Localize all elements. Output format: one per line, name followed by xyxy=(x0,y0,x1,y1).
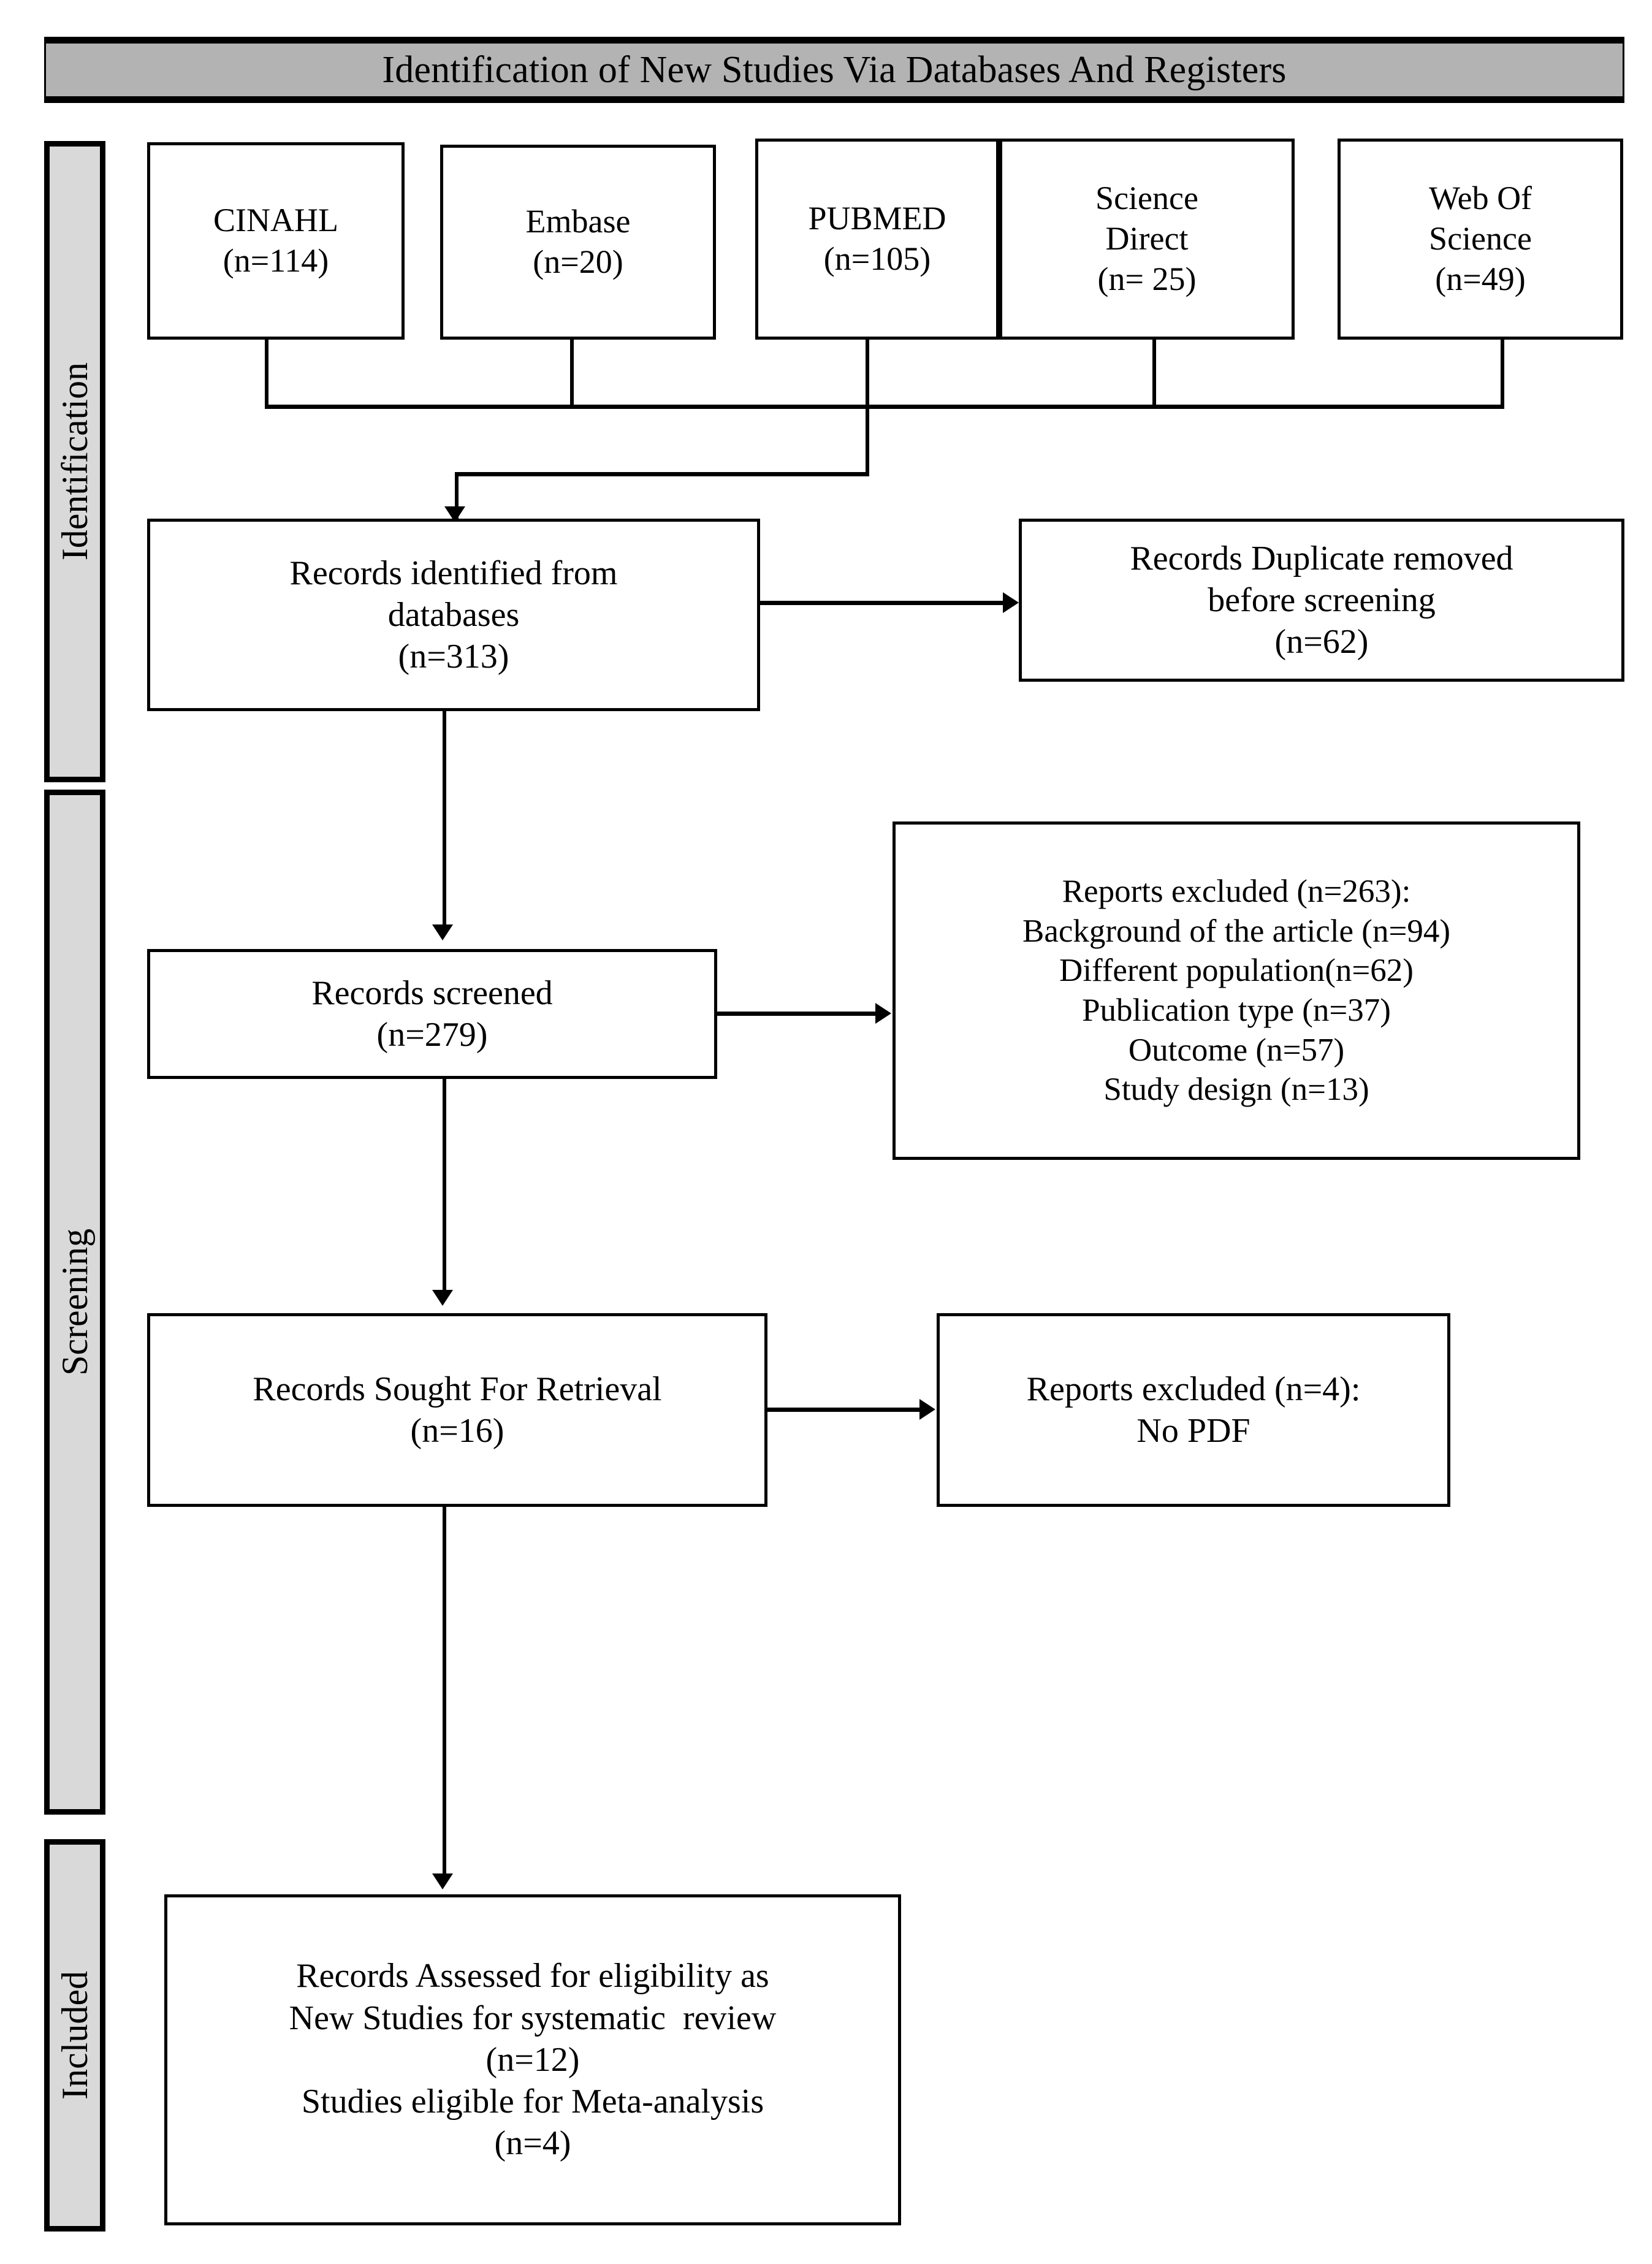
source-pubmed-count: (n=105) xyxy=(823,240,931,277)
phase-label-screening: Screening xyxy=(44,790,105,1815)
sought-line2: (n=16) xyxy=(410,1412,504,1450)
source-science-direct-name-line2: Direct xyxy=(1105,220,1189,257)
excluded-screening-line4: Publication type (n=37) xyxy=(1082,993,1391,1028)
connector-science-direct-drop xyxy=(1152,340,1156,408)
connector-identified-stem xyxy=(455,472,459,520)
duplicates-line3: (n=62) xyxy=(1274,623,1369,661)
connector-sought-to-included xyxy=(443,1507,446,1878)
box-records-identified: Records identified from databases (n=313… xyxy=(147,519,760,711)
duplicates-line1: Records Duplicate removed xyxy=(1130,539,1513,577)
arrow-into-excluded-retrieval xyxy=(919,1399,935,1420)
source-box-science-direct: Science Direct (n= 25) xyxy=(999,139,1295,340)
source-box-pubmed: PUBMED (n=105) xyxy=(755,139,999,340)
box-reports-excluded-retrieval: Reports excluded (n=4): No PDF xyxy=(937,1313,1450,1507)
source-cinahl-count: (n=114) xyxy=(223,242,329,279)
source-embase-name: Embase xyxy=(525,203,631,240)
records-identified-line1: Records identified from xyxy=(289,554,618,592)
box-records-sought-for-retrieval: Records Sought For Retrieval (n=16) xyxy=(147,1313,767,1507)
connector-sought-to-excluded-retrieval xyxy=(767,1408,921,1412)
page-title: Identification of New Studies Via Databa… xyxy=(382,48,1287,91)
box-duplicates-removed: Records Duplicate removed before screeni… xyxy=(1019,519,1624,682)
source-pubmed-name: PUBMED xyxy=(808,200,946,237)
connector-screened-to-sought xyxy=(443,1079,446,1295)
connector-embase-drop xyxy=(570,340,574,408)
connector-identified-to-duplicates xyxy=(760,601,1005,605)
phase-label-included-text: Included xyxy=(54,1971,95,2100)
duplicates-line2: before screening xyxy=(1208,581,1436,619)
sought-line1: Records Sought For Retrieval xyxy=(253,1370,662,1408)
included-line2: New Studies for systematic review xyxy=(289,1999,777,2037)
source-science-direct-count: (n= 25) xyxy=(1097,260,1197,297)
connector-identified-to-screened xyxy=(443,711,446,929)
excluded-retrieval-line2: No PDF xyxy=(1136,1412,1250,1450)
connector-source-bus xyxy=(265,405,1504,409)
connector-bus-drop xyxy=(866,405,869,475)
source-web-of-science-name-line1: Web Of xyxy=(1428,180,1532,217)
diagram-title-banner: Identification of New Studies Via Databa… xyxy=(44,37,1624,103)
phase-label-included: Included xyxy=(44,1839,105,2232)
connector-web-of-science-drop xyxy=(1501,340,1504,408)
connector-bus-to-identified-horizontal xyxy=(455,472,869,476)
arrow-into-sought xyxy=(432,1290,453,1306)
records-screened-line1: Records screened xyxy=(311,974,553,1012)
source-web-of-science-name-line2: Science xyxy=(1429,220,1532,257)
records-identified-line2: databases xyxy=(387,595,520,634)
phase-label-identification: Identification xyxy=(44,141,105,782)
excluded-screening-line6: Study design (n=13) xyxy=(1103,1072,1369,1108)
source-embase-count: (n=20) xyxy=(533,243,623,280)
source-cinahl-name: CINAHL xyxy=(213,202,338,239)
arrow-into-included xyxy=(432,1873,453,1889)
box-records-screened: Records screened (n=279) xyxy=(147,949,717,1079)
arrow-into-screened xyxy=(432,924,453,940)
connector-cinahl-drop xyxy=(265,340,268,408)
excluded-screening-line5: Outcome (n=57) xyxy=(1128,1032,1345,1068)
excluded-retrieval-line1: Reports excluded (n=4): xyxy=(1026,1370,1361,1408)
included-line3: (n=12) xyxy=(485,2040,580,2079)
included-line5: (n=4) xyxy=(494,2124,571,2163)
excluded-screening-line2: Background of the article (n=94) xyxy=(1022,913,1451,949)
included-line4: Studies eligible for Meta-analysis xyxy=(301,2083,764,2121)
connector-screened-to-excluded xyxy=(717,1012,877,1016)
source-box-embase: Embase (n=20) xyxy=(440,145,716,340)
box-reports-excluded-screening: Reports excluded (n=263): Background of … xyxy=(893,821,1580,1160)
box-included-studies: Records Assessed for eligibility as New … xyxy=(164,1894,901,2225)
arrow-into-excluded-screening xyxy=(875,1003,891,1024)
records-screened-line2: (n=279) xyxy=(376,1016,488,1054)
excluded-screening-line3: Different population(n=62) xyxy=(1059,953,1414,989)
records-identified-line3: (n=313) xyxy=(398,638,509,676)
phase-label-identification-text: Identification xyxy=(54,362,95,561)
source-box-cinahl: CINAHL (n=114) xyxy=(147,142,405,340)
source-science-direct-name-line1: Science xyxy=(1095,180,1198,217)
phase-label-screening-text: Screening xyxy=(54,1229,95,1376)
connector-pubmed-drop xyxy=(866,340,869,408)
arrow-into-duplicates xyxy=(1003,592,1019,613)
included-line1: Records Assessed for eligibility as xyxy=(296,1957,769,1995)
source-web-of-science-count: (n=49) xyxy=(1435,260,1526,297)
source-box-web-of-science: Web Of Science (n=49) xyxy=(1338,139,1623,340)
excluded-screening-line1: Reports excluded (n=263): xyxy=(1062,874,1411,910)
